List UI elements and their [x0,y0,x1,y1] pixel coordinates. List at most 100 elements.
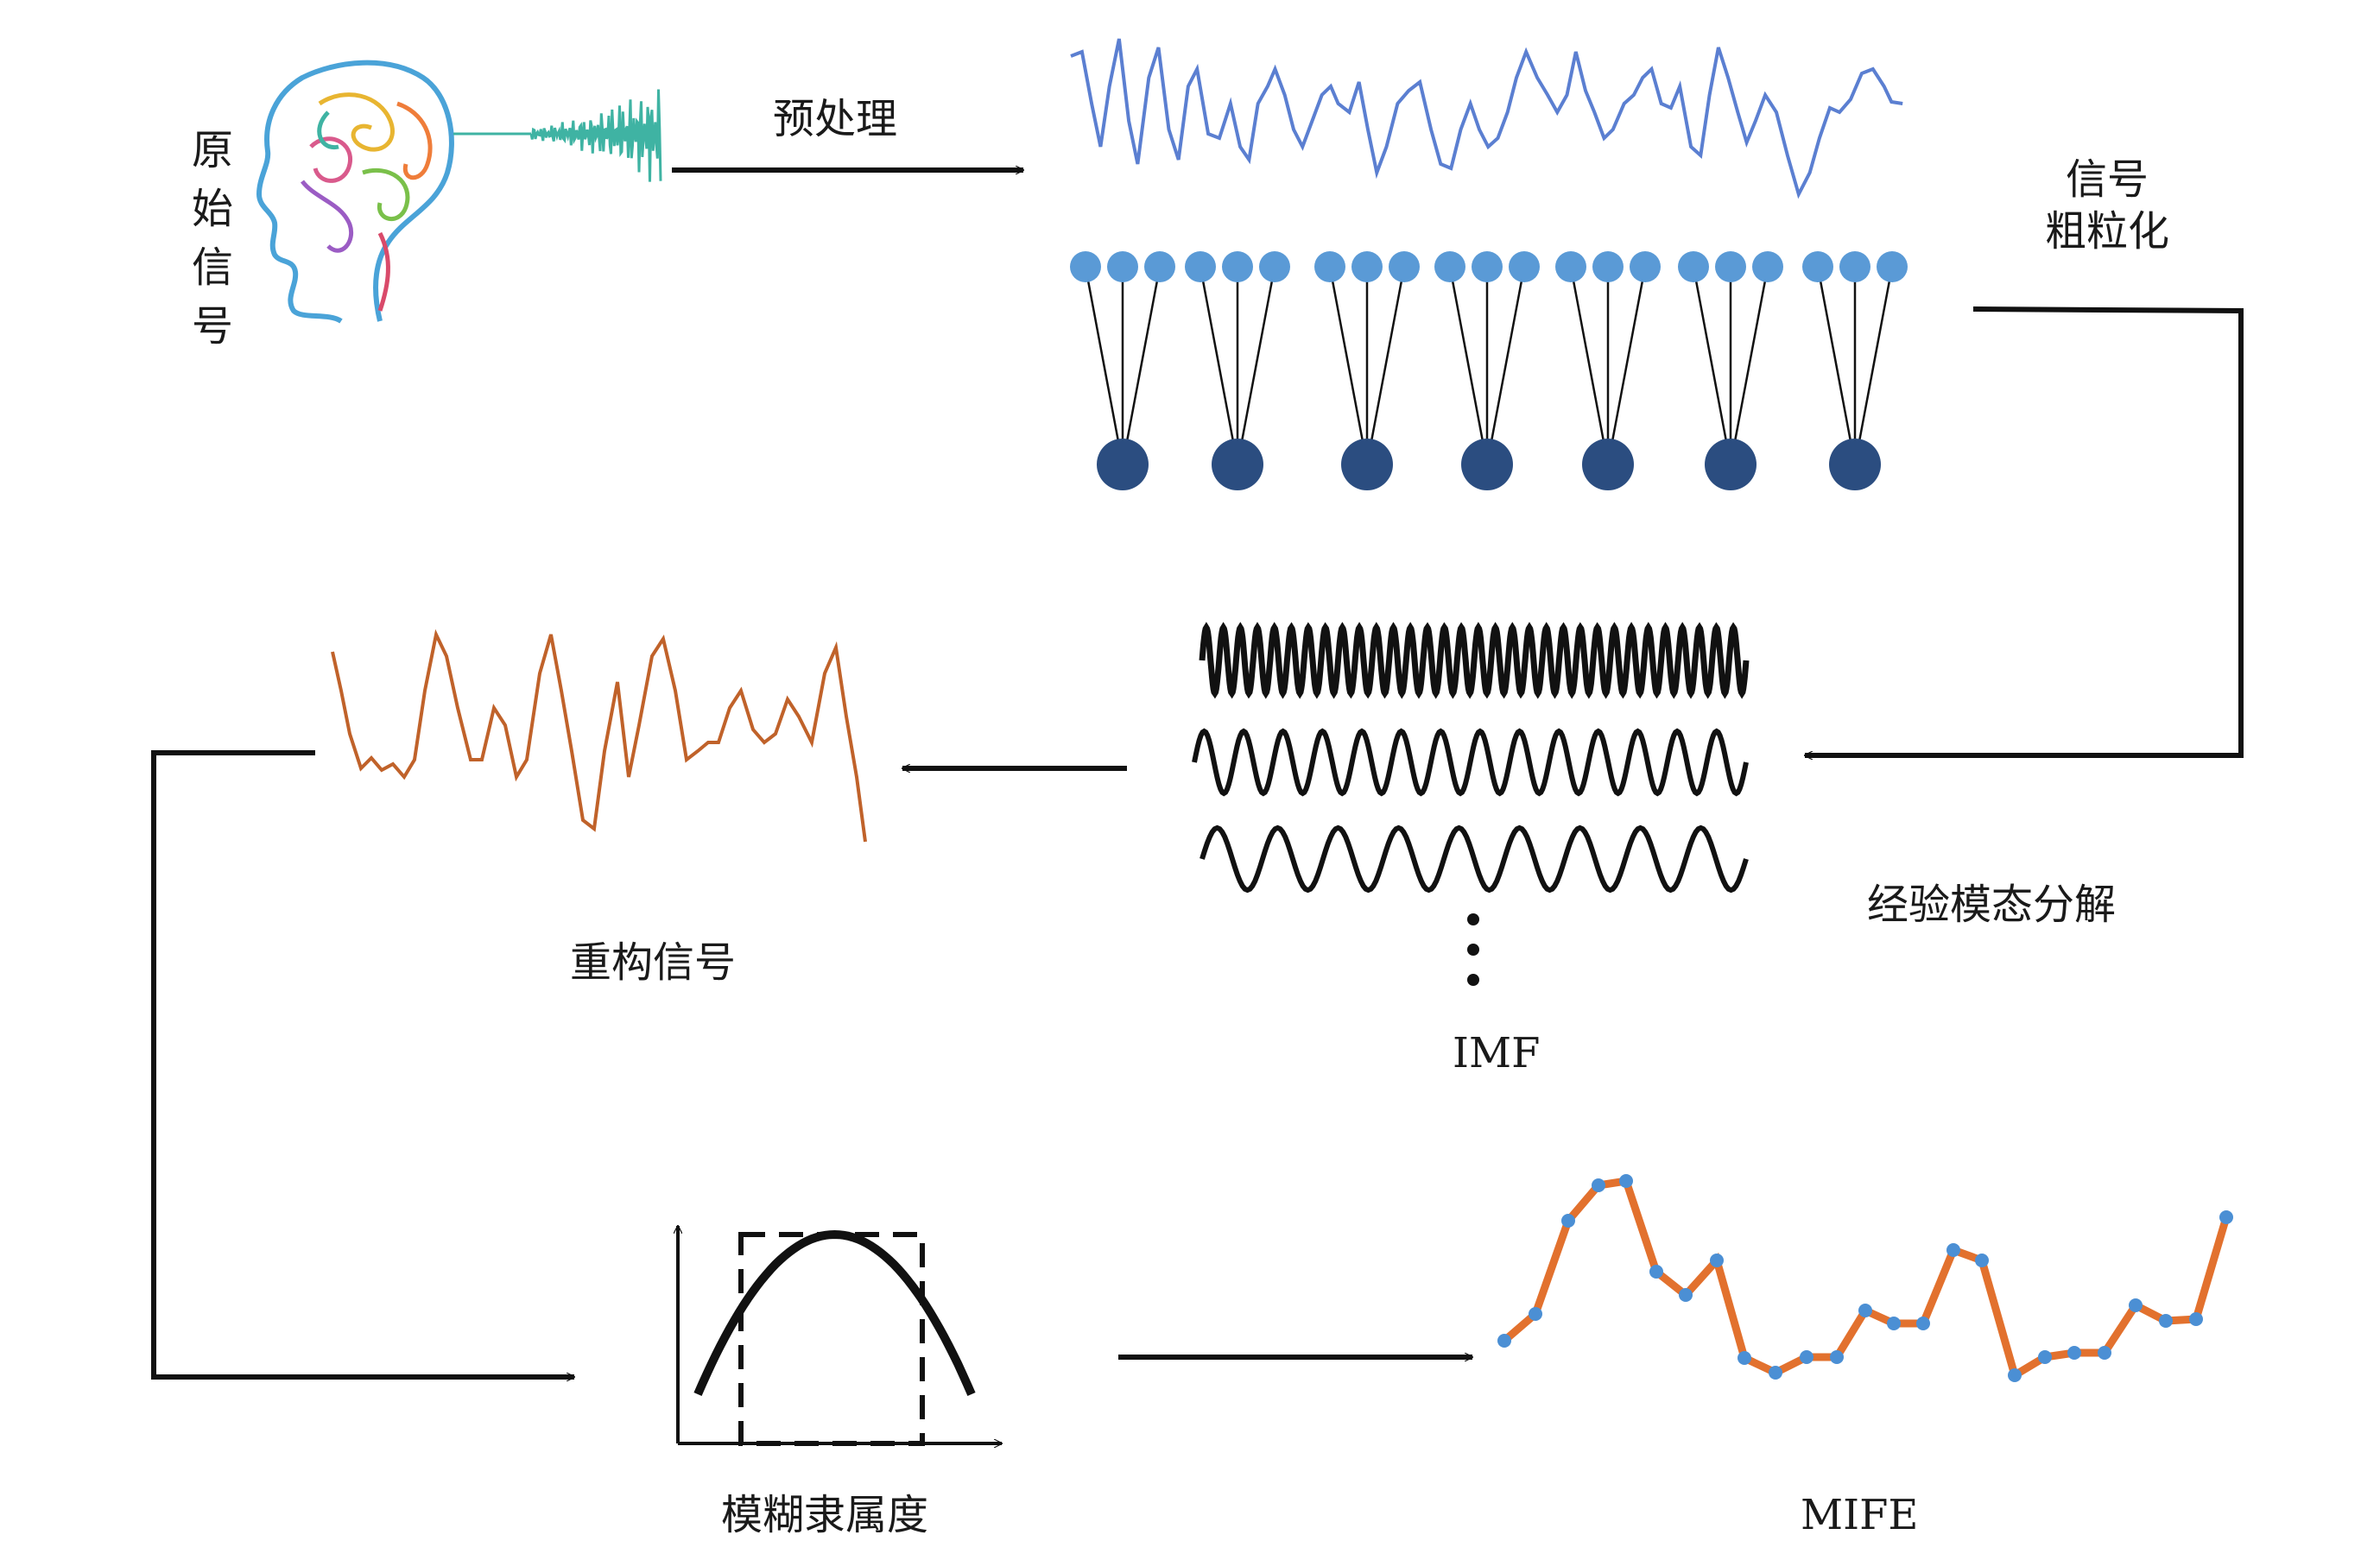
imf-wave-1 [1199,622,1750,699]
brain-curls-4 [301,180,353,253]
light-node [1630,251,1661,282]
head-outline [256,60,454,324]
label-emd: 经验模态分解 [1867,881,2117,929]
preprocessed-signal [1070,38,1903,199]
mife-point [1946,1243,1960,1257]
mife-point [1561,1214,1575,1228]
label-imf: IMF [1453,1029,1541,1077]
brain-curls-7 [317,111,339,150]
mife-point [2189,1312,2203,1326]
coarse-grain-edge [1569,266,1610,465]
coarse-grain-edge [1729,266,1769,465]
fuzzy-bell-curve [693,1229,976,1397]
label-mife: MIFE [1801,1491,1919,1539]
mife-line [1502,1176,2231,1381]
eeg-wave [529,89,662,182]
dark-node [1829,439,1881,490]
light-node [1555,251,1586,282]
mife-point [2219,1210,2233,1224]
light-node [1314,251,1345,282]
mife-point [1529,1307,1542,1321]
light-node [1678,251,1709,282]
light-node [1107,251,1138,282]
light-node [1839,251,1870,282]
coarse-grain-edge [1485,266,1526,465]
reconstructed-signal [331,628,867,843]
mife-point [1649,1265,1663,1279]
mife-point [2129,1298,2143,1312]
mife-point [2098,1346,2111,1360]
mife-point [1916,1317,1930,1330]
eeg-wave-icon [453,89,662,182]
dark-node [1341,439,1393,490]
coarse-grain-edge [1692,266,1732,465]
connector-coarse-to-emd [1805,306,2244,755]
mife-point [1679,1288,1693,1302]
mife-point [2008,1368,2022,1382]
label-fuzzy-membership: 模糊隶属度 [721,1491,929,1539]
mife-point [1800,1350,1813,1364]
light-node [1472,251,1503,282]
connector-recon-to-fuzzy [151,750,574,1377]
coarse-grain-edge [1853,266,1894,465]
label-reconstructed: 重构信号 [570,938,737,987]
mife-point [1858,1304,1872,1317]
light-node [1144,251,1175,282]
light-node [1509,251,1540,282]
mife-point [1887,1317,1901,1330]
light-node [1592,251,1624,282]
light-node [1351,251,1383,282]
mife-point [1497,1334,1511,1348]
mife-point [1619,1174,1633,1188]
head-profile-icon [256,60,454,324]
mife-point [1738,1351,1751,1365]
fuzzy-membership-plot [678,1226,1002,1443]
imf-wave-3 [1199,824,1749,894]
label-coarse-grain-line2: 粗粒化 [2044,207,2169,256]
light-node [1222,251,1253,282]
ellipsis-dot-2 [1467,944,1479,956]
mife-point [1830,1350,1844,1364]
coarse-grain-edge [1121,266,1162,465]
dark-node [1461,439,1513,490]
light-node [1070,251,1101,282]
light-node [1802,251,1833,282]
mife-point [1592,1178,1605,1192]
coarse-grain-edge [1084,266,1124,465]
imf-wave-2 [1192,728,1749,797]
coarse-grain-edge [1365,266,1406,465]
light-node [1185,251,1216,282]
label-raw-signal: 原始信号 [191,126,233,351]
coarse-grain-edge [1606,266,1647,465]
light-node [1877,251,1908,282]
light-node [1752,251,1783,282]
ellipsis-dot-3 [1467,974,1479,986]
coarse-grain-edge [1328,266,1369,465]
light-node [1715,251,1746,282]
dark-node [1582,439,1634,490]
mife-point [1769,1366,1782,1380]
mife-point [2067,1346,2081,1360]
mife-point [2038,1350,2052,1364]
light-node [1389,251,1420,282]
label-coarse-grain: 信号 粗粒化 [2021,154,2193,257]
mife-point [1710,1254,1724,1267]
dark-node [1097,439,1149,490]
light-node [1259,251,1290,282]
brain-curls-1 [318,92,395,152]
ellipsis-dot-1 [1467,913,1479,925]
coarse-grain-edge [1199,266,1239,465]
coarse-grain-edge [1816,266,1857,465]
coarse-grain-edge [1448,266,1489,465]
brain-curls-6 [377,231,390,312]
brain-curls-5 [396,101,433,180]
mife-point [1975,1254,1989,1267]
brain-curls-3 [362,167,410,222]
dark-node [1705,439,1757,490]
coarse-grain-nodes [1070,251,1908,490]
mife-points [1497,1174,2233,1382]
label-coarse-grain-line1: 信号 [2065,155,2149,204]
coarse-grain-edge [1236,266,1276,465]
